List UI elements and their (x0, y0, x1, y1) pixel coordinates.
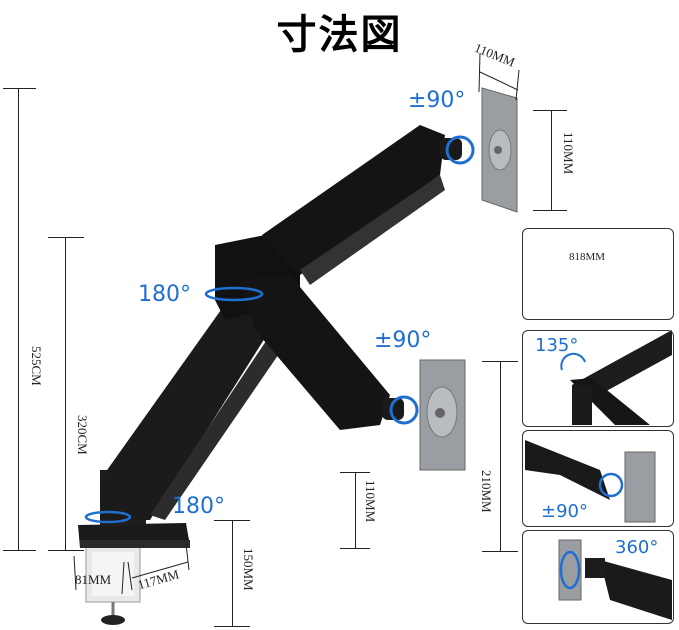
vesa-plate-top (440, 87, 518, 213)
vesa-plate-lower (382, 359, 466, 471)
dim-525-top-tick (3, 88, 36, 89)
dim-top-110-line (551, 110, 552, 210)
dim-clear-110-line (355, 472, 356, 548)
panel-span: 818MM (522, 228, 674, 320)
angle-base-swivel-label: 180° (172, 494, 225, 519)
dim-top-110-bottom-tick (533, 210, 567, 211)
upper-arm (262, 125, 445, 275)
panel-135-art (560, 330, 672, 425)
dim-525-label: 525CM (29, 346, 44, 386)
panel-tilt: ±90° (522, 430, 674, 527)
dim-210-line (500, 361, 501, 551)
dim-81-label: 81MM (75, 572, 112, 587)
dim-clear-110-label: 110MM (363, 480, 378, 523)
angle-tilt-label: ±90° (541, 501, 588, 522)
dim-150-label: 150MM (241, 548, 256, 591)
dim-top-110-top-tick (533, 110, 567, 111)
dim-320-line (65, 237, 66, 550)
dim-150-bottom-tick (214, 626, 250, 627)
dim-320-label: 320CM (75, 415, 90, 455)
dim-clear-110-bottom-tick (340, 548, 370, 549)
lower-horizontal-arm (240, 275, 390, 430)
angle-360-label: 360° (615, 537, 659, 558)
angle-top-tilt-label: ±90° (408, 88, 466, 113)
dim-210-bottom-tick (482, 551, 518, 552)
angle-135-label: 135° (535, 335, 579, 356)
dim-320-bottom-tick (48, 550, 84, 551)
panel-90-art (525, 440, 656, 523)
angle-mid-swivel-label: 180° (138, 282, 191, 307)
dim-525-line (18, 88, 19, 550)
dim-210-label: 210MM (479, 470, 494, 513)
dim-150-line (232, 520, 233, 626)
panel-360-art (558, 539, 672, 620)
span-818-label: 818MM (569, 251, 606, 263)
panel-135: 135° (522, 330, 674, 427)
dim-525-bottom-tick (3, 550, 36, 551)
lower-arm (100, 300, 270, 520)
mid-swivel-arrow-icon (204, 286, 264, 302)
angle-lower-tilt-label: ±90° (374, 328, 432, 353)
base-swivel-arrow-icon (84, 510, 132, 524)
dim-top-110-label: 110MM (561, 132, 576, 175)
dim-320-top-tick (48, 237, 84, 238)
page-title: 寸法図 (276, 11, 403, 58)
panel-rotate: 360° (522, 530, 674, 624)
